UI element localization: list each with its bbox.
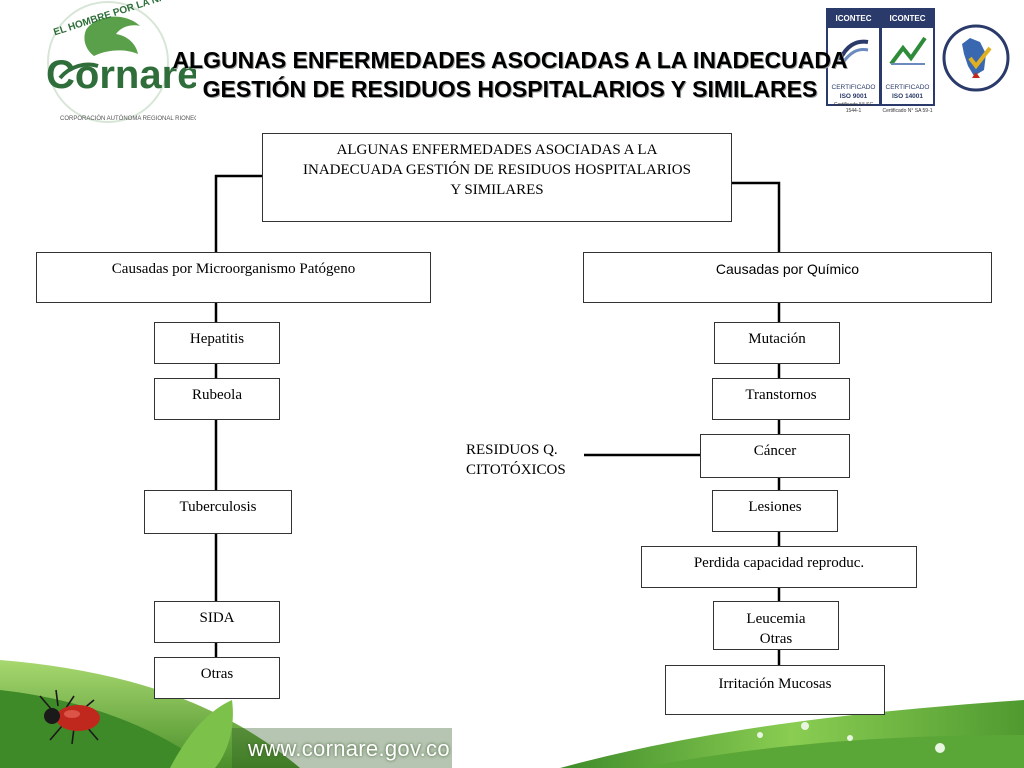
disease-node-perdida-capacidad: Perdida capacidad reproduc. — [641, 546, 917, 588]
icontec-swoosh-icon — [838, 39, 869, 65]
icontec-label: CERTIFICADO — [831, 84, 876, 91]
disease-node-hepatitis: Hepatitis — [154, 322, 280, 364]
svg-text:CORPORACIÓN AUTÓNOMA REGIONAL: CORPORACIÓN AUTÓNOMA REGIONAL RIONEGRO — [60, 115, 196, 122]
icontec-standard: ISO 9001 — [839, 93, 868, 100]
disease-node-mutacion: Mutación — [714, 322, 840, 364]
branch-microorganism-label: Causadas por Microorganismo Patógeno — [111, 261, 356, 277]
root-line-1: ALGUNAS ENFERMEDADES ASOCIADAS A LA — [336, 142, 658, 158]
icontec-standard: ISO 14001 — [891, 93, 924, 100]
beetle-icon — [39, 689, 100, 745]
icontec-iso14001-badge: ICONTEC CERTIFICADO ISO 14001 Certificad… — [880, 8, 935, 114]
disease-label: Transtornos — [745, 387, 817, 403]
disease-node-leucemia-otras: Leucemia Otras — [713, 601, 839, 650]
slide-title: ALGUNAS ENFERMEDADES ASOCIADAS A LA INAD… — [110, 46, 910, 104]
root-node: ALGUNAS ENFERMEDADES ASOCIADAS A LA INAD… — [262, 133, 732, 222]
disease-label: SIDA — [199, 610, 235, 626]
icontec-number: Certificado N° SA 59-1 — [882, 108, 933, 114]
disease-label: Mutación — [748, 331, 806, 347]
disease-node-tuberculosis: Tuberculosis — [144, 490, 292, 534]
branch-chemical-label: Causadas por Químico — [715, 261, 860, 277]
disease-label: Tuberculosis — [179, 499, 257, 515]
side-note-line-1: RESIDUOS Q. — [466, 442, 558, 458]
disease-label: Irritación Mucosas — [718, 676, 832, 692]
ntcgp-certification-seal — [942, 24, 1010, 92]
disease-label: Cáncer — [753, 443, 797, 459]
root-line-3: Y SIMILARES — [450, 182, 544, 198]
disease-node-transtornos: Transtornos — [712, 378, 850, 420]
slide-title-line-2: GESTIÓN DE RESIDUOS HOSPITALARIOS Y SIMI… — [202, 76, 818, 102]
icontec-number: Certificado N° SC 1544-1 — [833, 102, 874, 114]
disease-label: Hepatitis — [189, 331, 245, 347]
side-note-line-2: CITOTÓXICOS — [466, 462, 566, 478]
cornare-logo: Cornare CORPORACIÓN AUTÓNOMA REGIONAL RI… — [46, 0, 196, 123]
disease-label: Otras — [759, 631, 793, 647]
disease-node-rubeola: Rubeola — [154, 378, 280, 420]
disease-node-lesiones: Lesiones — [712, 490, 838, 532]
footer-website-url: www.cornare.gov.co — [248, 736, 450, 761]
disease-label: Lesiones — [748, 499, 802, 515]
root-line-2: INADECUADA GESTIÓN DE RESIDUOS HOSPITALA… — [303, 162, 691, 178]
disease-node-sida: SIDA — [154, 601, 280, 643]
slide-title-line-1: ALGUNAS ENFERMEDADES ASOCIADAS A LA INAD… — [172, 47, 848, 73]
svg-text:Cornare: Cornare — [46, 53, 196, 97]
disease-label: Perdida capacidad reproduc. — [693, 555, 865, 571]
branch-chemical: Causadas por Químico — [583, 252, 992, 303]
disease-label: Leucemia — [746, 611, 806, 627]
side-note-citotoxicos: RESIDUOS Q. CITOTÓXICOS — [466, 440, 566, 480]
icontec-iso9001-badge: ICONTEC CERTIFICADO ISO 9001 Certificado… — [826, 8, 881, 114]
disease-node-otras: Otras — [154, 657, 280, 699]
disease-node-cancer: Cáncer — [700, 434, 850, 478]
icontec-brand: ICONTEC — [828, 10, 879, 28]
icontec-label: CERTIFICADO — [885, 84, 930, 91]
icontec-brand: ICONTEC — [882, 10, 933, 28]
branch-microorganism: Causadas por Microorganismo Patógeno — [36, 252, 431, 303]
mountain-check-icon — [889, 36, 927, 66]
disease-node-irritacion-mucosas: Irritación Mucosas — [665, 665, 885, 715]
disease-label: Rubeola — [192, 387, 242, 403]
disease-label: Otras — [200, 666, 234, 682]
